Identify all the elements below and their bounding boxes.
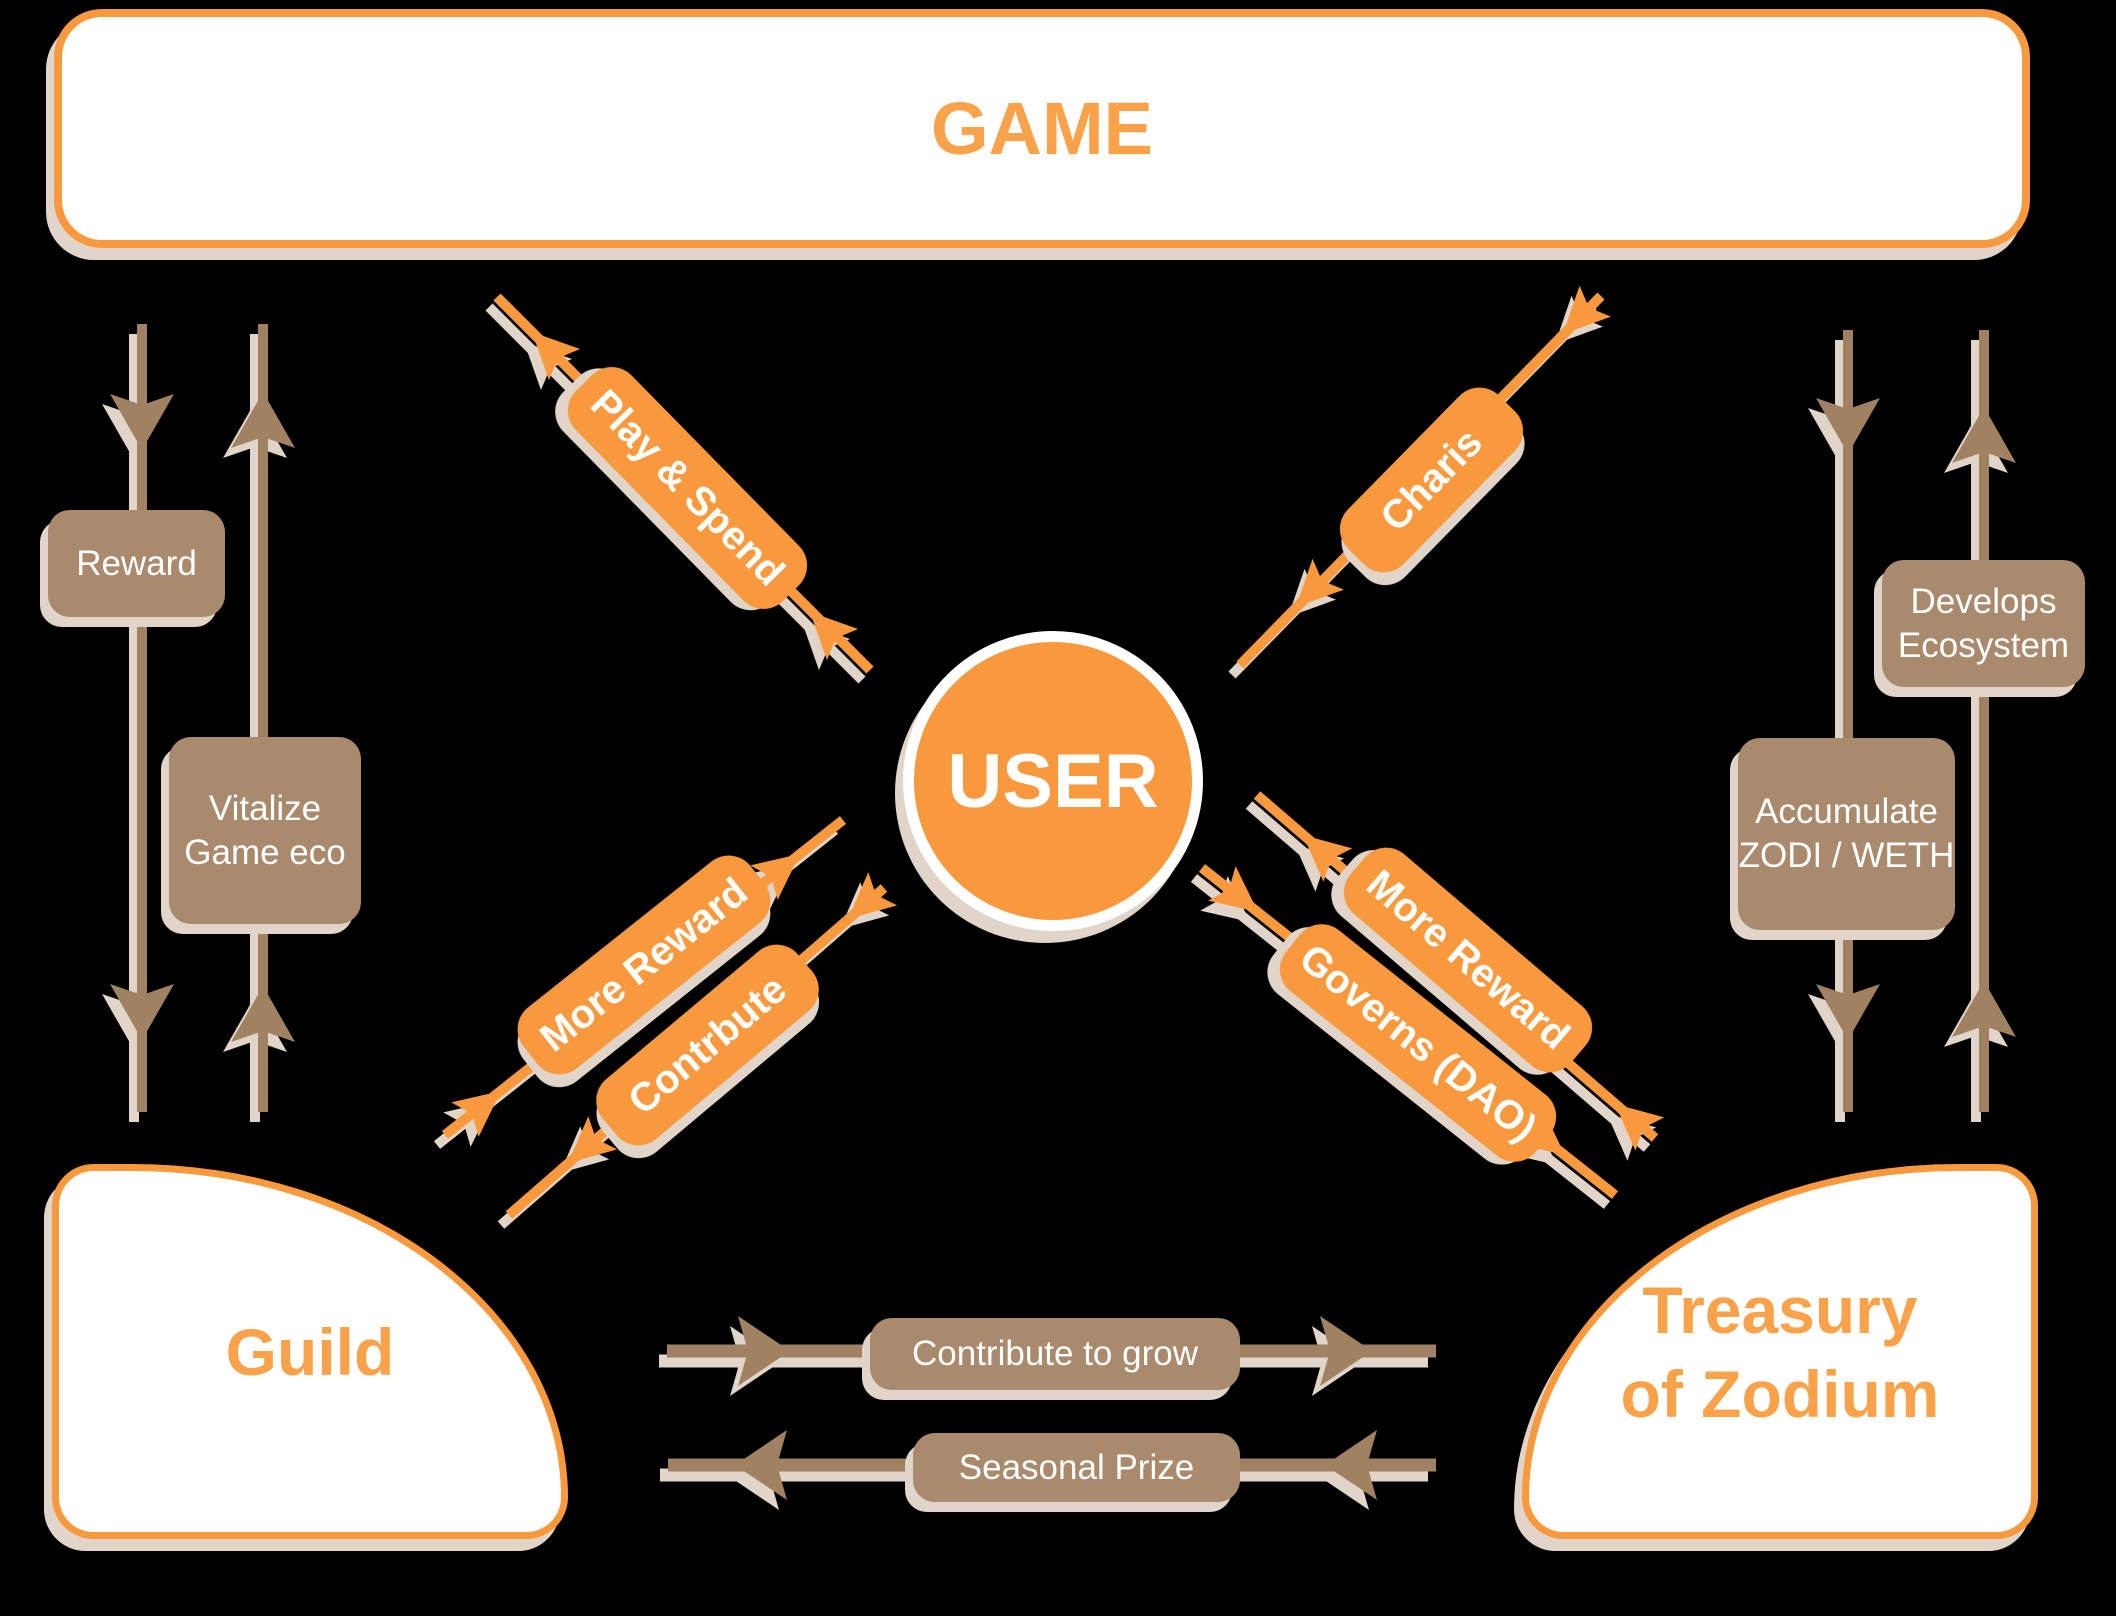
- edge-label-reward-text: Reward: [76, 543, 197, 583]
- node-user: USER: [903, 631, 1203, 931]
- arrow-treasury-to-game: [1952, 330, 2016, 1112]
- edge-label-contribute-to-grow-text: Contribute to grow: [912, 1334, 1198, 1373]
- edge-label-accumulate-zodi-weth: Accumulate ZODI / WETH: [1738, 738, 1955, 930]
- edge-label-seasonal-prize: Seasonal Prize: [913, 1433, 1240, 1502]
- edge-label-contribute-to-grow: Contribute to grow: [870, 1318, 1240, 1390]
- edge-label-develops-ecosystem: Develops Ecosystem: [1882, 560, 2085, 687]
- arrow-game-to-guild: [110, 324, 174, 1112]
- edge-label-vitalize-game-eco-text: Vitalize Game eco: [184, 788, 346, 872]
- node-game-label: GAME: [931, 87, 1153, 170]
- node-user-label: USER: [947, 738, 1159, 824]
- edge-label-accumulate-zodi-weth-text: Accumulate ZODI / WETH: [1738, 792, 1955, 875]
- node-guild-label: Guild: [225, 1314, 395, 1389]
- edge-label-reward: Reward: [48, 510, 225, 617]
- edge-label-vitalize-game-eco: Vitalize Game eco: [169, 737, 361, 924]
- edge-label-seasonal-prize-text: Seasonal Prize: [958, 1447, 1195, 1487]
- node-game: GAME: [54, 9, 2030, 248]
- node-treasury-label: Treasury of Zodium: [1620, 1272, 1940, 1431]
- edge-label-develops-ecosystem-text: Develops Ecosystem: [1897, 581, 2070, 665]
- arrow-guild-to-game: [231, 324, 295, 1112]
- arrow-game-to-treasury: [1816, 330, 1880, 1112]
